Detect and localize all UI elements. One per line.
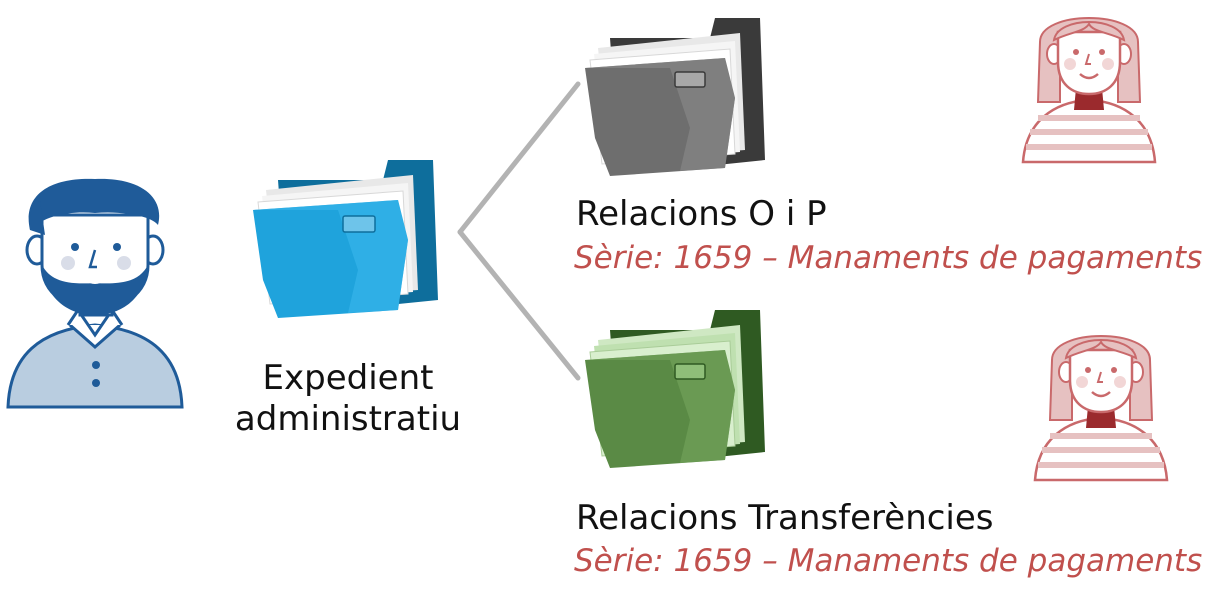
blue-folder-icon xyxy=(253,160,438,318)
source-label: Expedient administratiu xyxy=(218,358,478,440)
gray-folder-icon xyxy=(585,18,765,176)
connector-lower xyxy=(457,229,581,381)
target-1-title: Relacions O i P xyxy=(576,194,827,234)
connector-upper xyxy=(457,81,581,235)
green-folder-icon xyxy=(585,310,765,468)
source-title-line1: Expedient xyxy=(262,358,434,398)
man-avatar-icon xyxy=(6,178,184,409)
target-2-title: Relacions Transferències xyxy=(576,498,994,538)
target-1-serie: Sèrie: 1659 – Manaments de pagaments xyxy=(574,240,1203,276)
woman-avatar-icon xyxy=(1021,17,1157,164)
source-title-line2: administratiu xyxy=(234,398,462,439)
target-2-serie: Sèrie: 1659 – Manaments de pagaments xyxy=(574,543,1203,579)
woman-avatar-icon xyxy=(1033,335,1169,482)
